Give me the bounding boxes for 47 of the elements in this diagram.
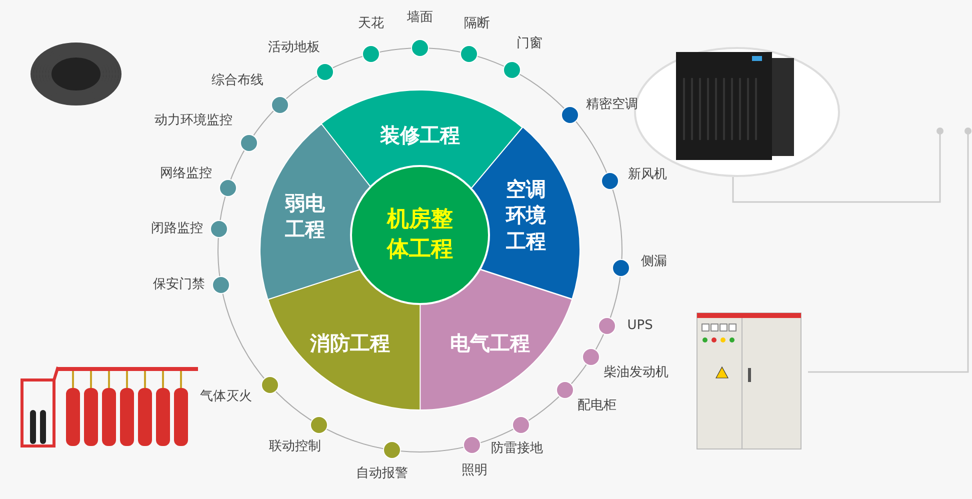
dot-label: 防雷接地 [491,440,543,457]
ring-dot [582,348,600,366]
segment-label: 装修工程 [378,122,461,148]
dot-label: 自动报警 [356,466,408,482]
ring-dot [212,276,230,294]
ring-dot [362,45,380,63]
dot-label: 柴油发动机 [603,365,668,382]
ring-dot [260,376,279,394]
dot-label: 动力环境监控 [154,112,233,129]
ring-dot [463,436,482,454]
ring-dot [556,381,574,400]
dot-label: 保安门禁 [153,277,206,294]
dot-label: 气体灭火 [200,389,252,406]
ring-dot [411,39,429,57]
ring-dot [382,441,401,460]
dot-label: 闭路监控 [151,220,204,237]
ring-dot [270,96,289,114]
dot-label: 综合布线 [212,72,264,89]
dot-label: 活动地板 [268,40,320,56]
dot-label: 门窗 [516,36,543,52]
dot-label: 天花 [358,16,384,32]
segment-label: 消防工程 [308,330,391,356]
dot-label: 联动控制 [269,438,321,455]
ring-dot [210,220,228,238]
segment-label: 电气工程 [449,330,531,356]
dot-label: 配电柜 [577,398,616,414]
dot-label: 隔断 [464,16,490,32]
dot-label: 墙面 [407,10,433,26]
ring-dot [460,45,478,63]
dot-label: UPS [627,318,653,334]
dot-label: 网络监控 [160,166,212,182]
ring-dot [512,416,530,434]
dot-label: 精密空调 [586,96,638,113]
ring-dot [612,258,630,277]
dot-label: 新风机 [628,166,667,183]
ring-dot [218,178,237,197]
ring-dot [561,106,580,124]
ring-dot [600,172,619,190]
ring-dot [310,416,328,434]
segment-label: 弱电工程 [284,190,326,242]
ring-dot [502,61,521,80]
segment-label: 空调环境工程 [504,176,547,254]
dot-label: 侧漏 [641,254,668,270]
dot-label: 照明 [461,463,488,480]
ring-dot [598,316,616,335]
ring-dot [240,134,258,152]
ring-dot [316,62,334,81]
